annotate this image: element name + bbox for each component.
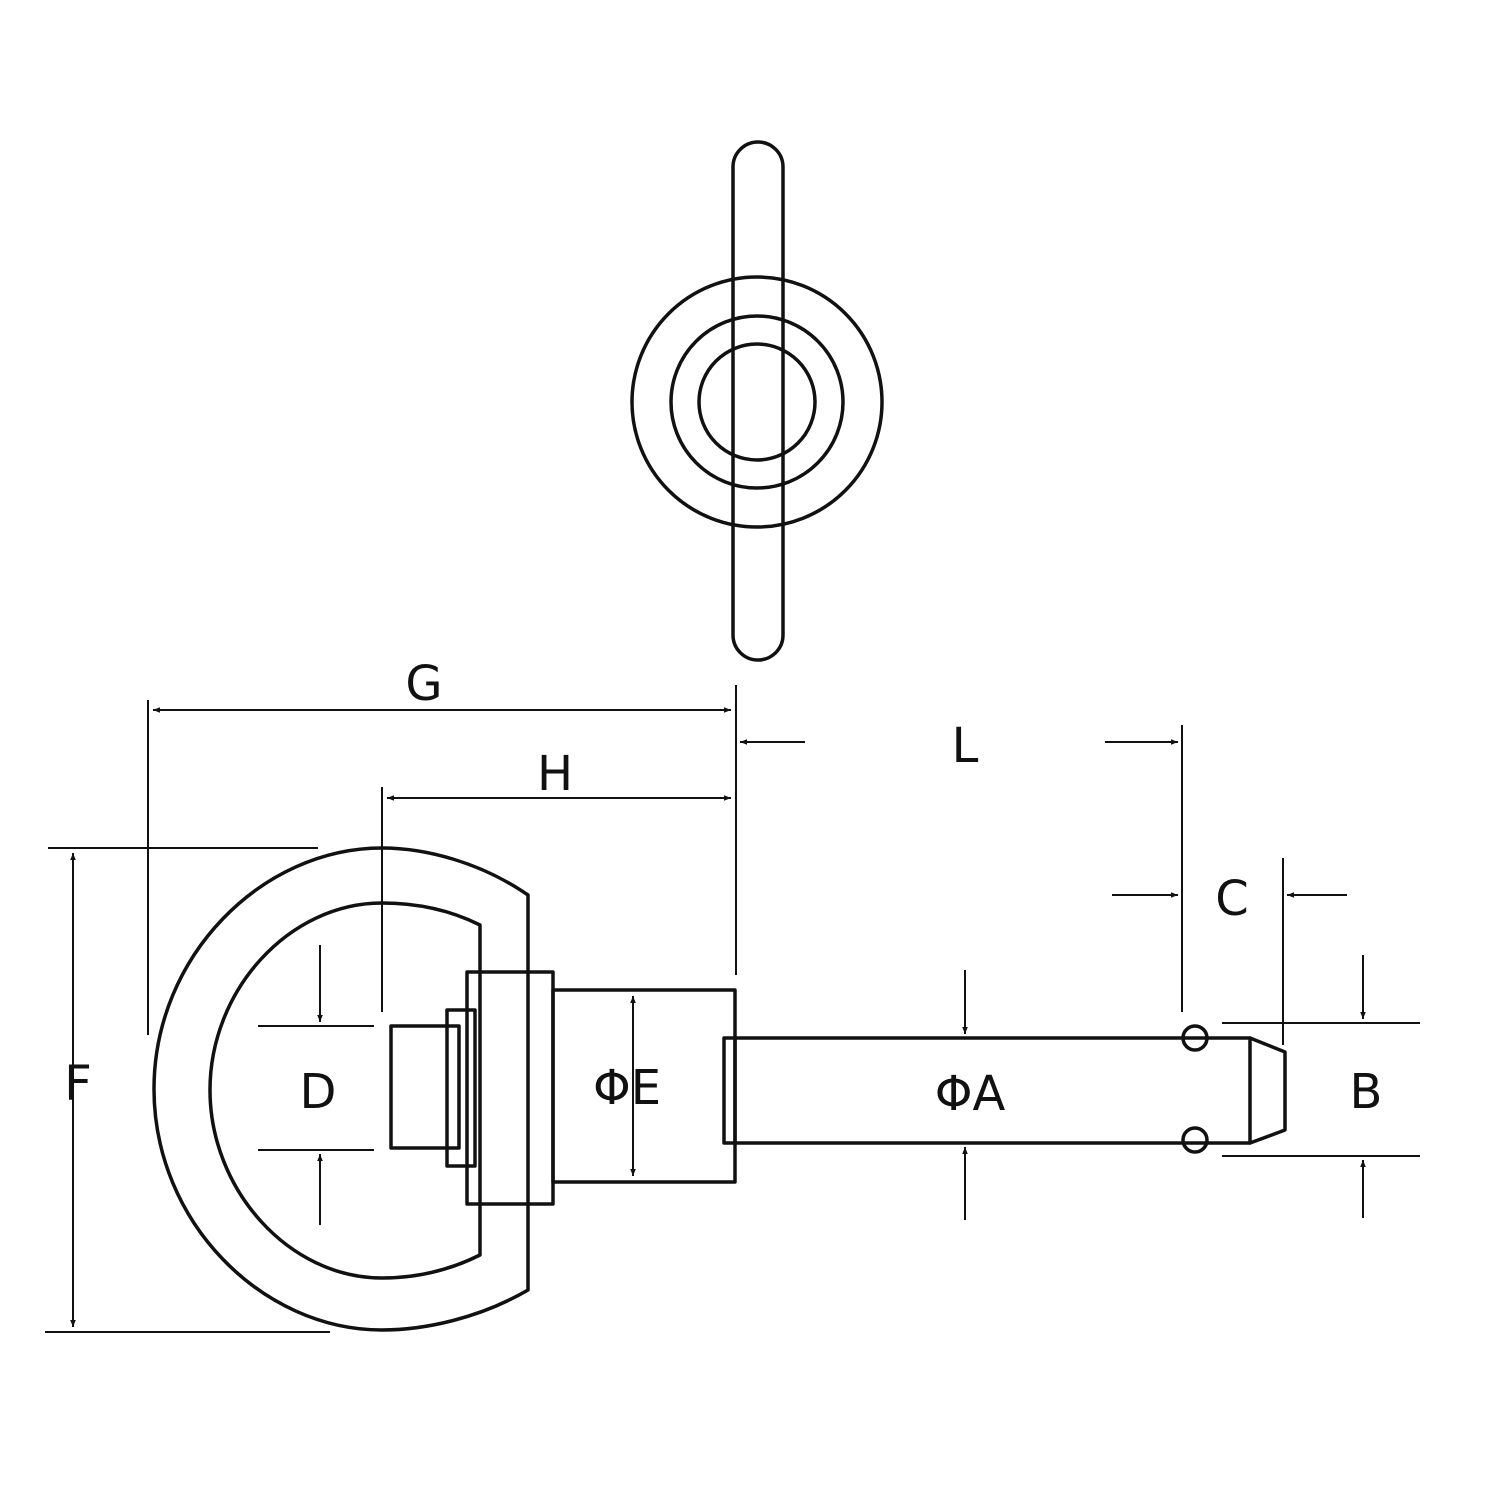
- end-view-handle-bar: [731, 140, 785, 662]
- end-view-middle-circle: [669, 314, 845, 490]
- end-view-inner-circle: [697, 342, 817, 462]
- dim-label-a: ΦA: [935, 1066, 1006, 1122]
- end-view: [630, 140, 884, 662]
- dim-label-c: C: [1215, 871, 1249, 927]
- dim-label-g: G: [405, 656, 442, 712]
- dim-label-h: H: [537, 746, 573, 802]
- locking-ball-bottom: [1181, 1126, 1209, 1154]
- ring-handle-outer: [152, 846, 530, 1332]
- dim-label-d: D: [300, 1064, 337, 1120]
- dim-label-b: B: [1350, 1064, 1383, 1120]
- locking-ball-top: [1181, 1024, 1209, 1052]
- ring-handle-inner: [208, 901, 482, 1280]
- side-view: [152, 846, 1287, 1332]
- button-washer: [445, 1008, 477, 1168]
- end-view-outer-circle: [630, 275, 884, 529]
- dim-label-l: L: [952, 718, 979, 774]
- dim-label-f: F: [64, 1056, 92, 1112]
- button-cap: [389, 1024, 461, 1150]
- dim-label-e: ΦE: [593, 1060, 661, 1116]
- dimensions: G H L C F D ΦE ΦA B: [45, 656, 1420, 1333]
